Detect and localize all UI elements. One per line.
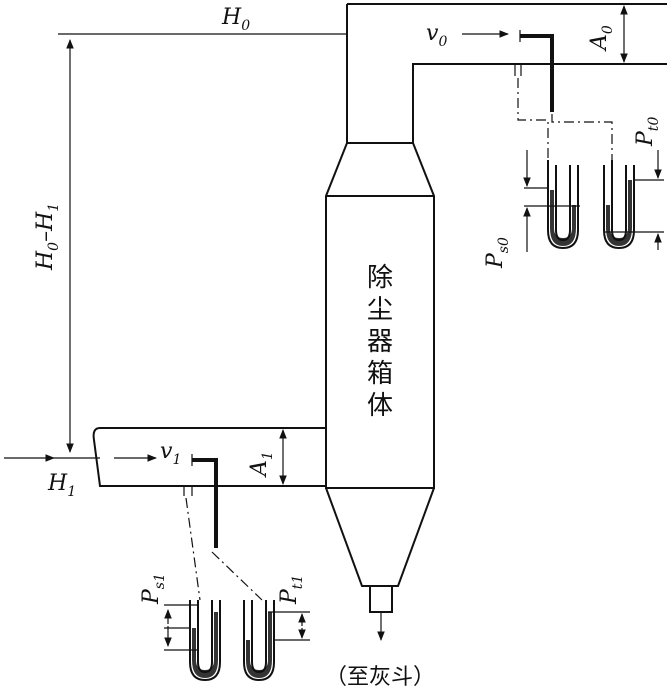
manometer-pt1	[243, 600, 310, 682]
body-label-char-3: 器	[367, 327, 393, 357]
label-v1: v1	[160, 439, 181, 468]
label-pt0: Pt0	[633, 117, 662, 147]
label-a1: A1	[247, 451, 276, 478]
label-h1: H1	[47, 471, 76, 500]
body-label-char-1: 除	[367, 263, 393, 293]
body-label-char-4: 箱	[367, 359, 393, 389]
label-h0: H0	[221, 5, 250, 34]
body-label-char-2: 尘	[367, 295, 393, 325]
body-label-char-5: 体	[367, 391, 393, 421]
label-ps0: Ps0	[483, 237, 512, 269]
label-pt1: Pt1	[277, 575, 306, 605]
collector-body	[325, 142, 435, 613]
manometer-ps0	[523, 150, 580, 252]
manometer-ps1	[164, 600, 221, 682]
label-h0-minus-h1: H0–H1	[33, 203, 62, 271]
pitot-tube-inlet	[183, 454, 263, 601]
label-a0: A0	[587, 25, 616, 52]
inlet-duct	[92, 427, 326, 487]
outlet-duct	[346, 3, 667, 143]
manometer-pt0	[603, 150, 664, 250]
label-v0: v0	[426, 21, 447, 50]
label-ps1: Ps1	[139, 573, 168, 605]
hopper-label: （至灰斗）	[325, 665, 435, 690]
pitot-tube-outlet	[514, 30, 613, 160]
